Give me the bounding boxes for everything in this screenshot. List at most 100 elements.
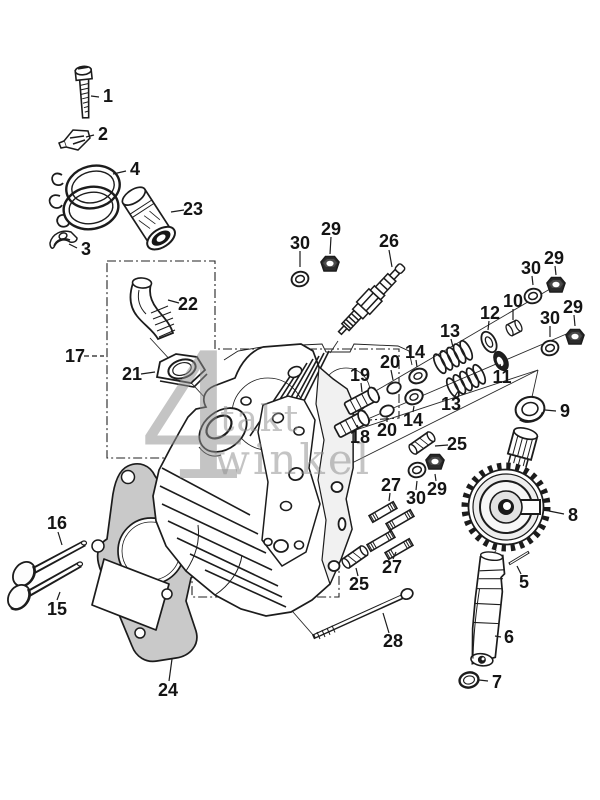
part-label-25: 25 [349,574,369,594]
part-label-11: 11 [492,367,511,387]
leader-line-2 [85,134,95,138]
leader-line-22 [167,299,180,304]
part-label-7: 7 [492,672,502,692]
part-label-16: 16 [47,513,67,533]
leader-line-8 [548,510,565,515]
leader-line-7 [478,679,489,682]
inlet-joint-part-23 [121,186,176,251]
part-label-18: 18 [350,427,370,447]
valve-spring-part-13a [430,338,476,376]
oring-part-20a [384,379,404,397]
leader-line-13 [454,389,460,397]
part-label-27: 27 [381,475,401,495]
watermark-word2: winkel [214,435,372,484]
part-label-29: 29 [544,248,564,268]
cam-gear-part-8 [461,427,551,552]
leader-line-13 [450,338,454,348]
callout-labels: 1234567891011121313141415161718192020212… [47,86,583,700]
clip-part-2 [58,129,91,151]
clip-part-3 [49,230,78,249]
hose-clamps-part-4 [48,164,121,231]
part-label-29: 29 [321,219,341,239]
long-stud-part-28 [311,587,414,640]
watermark-word1: takt [220,399,300,440]
part-label-29: 29 [427,479,447,499]
washer-part-30d [405,459,429,481]
part-label-20: 20 [377,420,397,440]
leader-line-27 [388,492,391,502]
leader-line-21 [140,371,156,375]
leader-line-16 [57,531,63,546]
leader-line-29 [573,314,576,327]
leader-line-29 [434,473,437,482]
part-label-29: 29 [563,297,583,317]
part-label-12: 12 [480,303,500,323]
camshaft-part-6 [470,551,506,667]
seal-part-14a [405,364,431,388]
leader-line-14 [412,405,415,413]
washer-part-30a [288,268,312,290]
part-label-3: 3 [81,239,91,259]
cover-outline [223,343,413,366]
nut-part-29c [565,328,585,345]
part-label-9: 9 [560,401,570,421]
leader-line-5 [516,565,522,575]
leader-line-3 [68,243,78,249]
bolt-part-1 [74,65,93,119]
leader-line-30 [531,275,534,286]
leader-line-6 [494,635,502,638]
washer-part-9 [514,395,546,423]
part-label-14: 14 [405,342,425,362]
leader-line-24 [168,658,173,682]
part-label-5: 5 [519,572,529,592]
part-label-21: 21 [122,364,142,384]
leader-line-25 [434,444,449,447]
part-label-30: 30 [290,233,310,253]
leader-line-28 [382,612,390,634]
nut-part-29b [546,276,566,293]
part-label-30: 30 [406,488,426,508]
watermark-numeral: 4 [140,318,249,519]
part-label-10: 10 [503,291,523,311]
part-label-20: 20 [380,352,400,372]
part-label-25: 25 [447,434,467,454]
part-label-28: 28 [383,631,403,651]
oring-part-7 [458,671,480,689]
part-label-4: 4 [130,159,140,179]
spark-plug-part-26 [337,263,406,336]
part-label-6: 6 [504,627,514,647]
part-label-8: 8 [568,505,578,525]
manifold-nut-part-21 [155,353,208,388]
part-label-27: 27 [382,557,402,577]
inlet-pipe-part-22 [129,277,176,341]
valve-cap-part-10 [505,319,523,337]
leader-line-9 [544,409,557,412]
leader-line-12 [487,320,490,331]
leader-line-14 [415,359,418,368]
leader-line-25 [355,567,359,577]
part-label-13: 13 [440,321,460,341]
washer-part-30c [538,337,562,359]
leader-line-15 [56,591,61,601]
part-label-24: 24 [158,680,178,700]
leader-line-4 [112,170,127,175]
leader-line-18 [356,424,360,430]
pin-part-5 [508,550,530,566]
leader-line-23 [170,209,185,213]
part-label-15: 15 [47,599,67,619]
valve-part-15 [7,561,84,611]
stud-part-27b1 [366,529,396,553]
leader-line-29 [554,265,557,276]
part-label-23: 23 [183,199,203,219]
nut-part-29d [425,453,445,470]
leader-line-30 [415,480,418,491]
leader-line-20 [390,369,394,381]
parts-layer [7,65,585,689]
part-label-26: 26 [379,231,399,251]
leader-line-26 [388,249,393,268]
leader-line-19 [360,382,363,393]
washer-part-30b [521,285,545,307]
part-label-30: 30 [521,258,541,278]
